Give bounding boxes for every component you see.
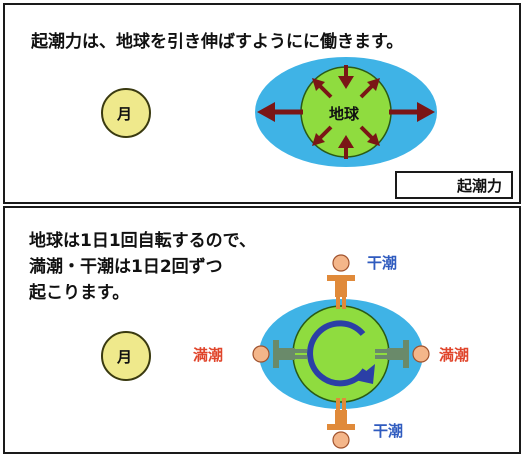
tidal-force-diagram	[101, 57, 446, 194]
moon-icon	[101, 88, 151, 138]
rotation-text-line-3: 起こります。	[29, 283, 130, 303]
rotation-panel: 地球は1日1回自転するので、 満潮・干潮は1日2回ずつ 起こります。	[3, 206, 521, 454]
moon-label: 月	[117, 105, 133, 123]
tidal-arrowhead-left	[257, 102, 275, 122]
rotation-diagram	[101, 254, 430, 449]
legend: 起潮力	[395, 171, 513, 199]
tidal-arrowhead-lower-left	[312, 133, 325, 146]
rotation-text-line-2: 満潮・干潮は1日2回ずつ	[29, 257, 223, 277]
person-bottom-icon	[327, 398, 355, 449]
tidal-arrow-upper-right	[359, 83, 375, 99]
tidal-arrowhead-top	[338, 76, 354, 89]
rotation-text-line-1: 地球は1日1回自転するので、	[29, 231, 256, 251]
rotation-arrowhead	[355, 364, 375, 384]
rotation-arrow-icon	[307, 320, 368, 387]
tidal-arrow-lower-right	[359, 125, 375, 141]
low-tide-label-bottom: 干潮	[373, 422, 404, 440]
tidal-arrowhead-right	[417, 102, 435, 122]
person-right-icon	[375, 340, 430, 368]
tidal-arrowhead-upper-right	[367, 78, 380, 91]
moon-icon	[101, 331, 151, 381]
tidal-force-caption: 起潮力は、地球を引き伸ばすようにに働きます。	[31, 32, 404, 52]
tidal-force-panel: 起潮力は、地球を引き伸ばすようにに働きます。	[3, 3, 521, 204]
tidal-arrowhead-bottom	[338, 135, 354, 148]
tidal-arrowhead-upper-left	[312, 78, 325, 91]
tidal-arrow-upper-left	[317, 83, 333, 99]
tidal-arrow-lower-left	[317, 125, 333, 141]
earth-label: 地球	[329, 105, 360, 123]
person-left-icon	[252, 340, 307, 368]
low-tide-label-top: 干潮	[367, 254, 398, 272]
person-top-icon	[327, 254, 355, 309]
high-tide-label-right: 満潮	[439, 346, 470, 364]
tidal-force-arrows	[257, 65, 435, 159]
high-tide-label-left: 満潮	[193, 346, 224, 364]
legend-label: 起潮力	[457, 176, 503, 195]
moon-label: 月	[117, 348, 133, 366]
tidal-arrowhead-lower-right	[367, 133, 380, 146]
